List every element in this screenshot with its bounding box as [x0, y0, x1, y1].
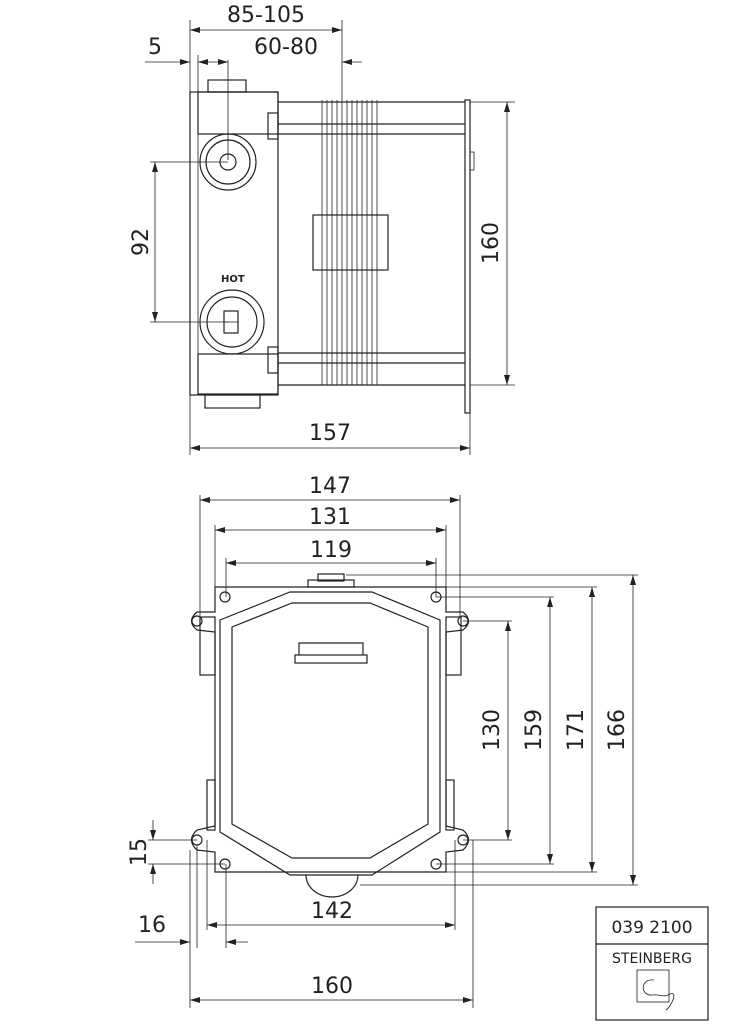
- dim-16: 16: [138, 913, 166, 938]
- housing-inner: [231, 602, 429, 859]
- top-connector: [317, 573, 345, 582]
- dim-131: 131: [309, 505, 351, 530]
- handle: [294, 654, 368, 664]
- dim-157: 157: [309, 421, 351, 446]
- extension-ribs: [321, 100, 378, 385]
- clamp-band: [312, 214, 389, 271]
- title-block: 039 2100 STEINBERG: [595, 906, 709, 1021]
- hot-label: HOT: [221, 274, 245, 285]
- dim-160-front: 160: [311, 974, 353, 999]
- dim-159: 159: [522, 709, 547, 751]
- mounting-rods: [278, 101, 465, 386]
- dim-142: 142: [311, 899, 353, 924]
- article-number: 039 2100: [611, 918, 692, 938]
- dim-85-105: 85-105: [227, 3, 305, 28]
- brand-logo-icon: [636, 969, 675, 1011]
- dim-92: 92: [129, 228, 154, 256]
- dim-160-side: 160: [479, 222, 504, 264]
- valve-body: [189, 91, 279, 396]
- dim-171: 171: [564, 709, 589, 751]
- dim-147: 147: [309, 474, 351, 499]
- housing-outer: [219, 591, 441, 876]
- dim-60-80: 60-80: [254, 35, 318, 60]
- dim-15: 15: [127, 838, 152, 866]
- dim-130: 130: [480, 709, 505, 751]
- side-view: HOT 85-105 5 60-80 92 160 157: [129, 3, 515, 455]
- dim-5: 5: [148, 35, 162, 60]
- dim-119: 119: [310, 538, 352, 563]
- top-nut: [207, 79, 247, 93]
- brand-name: STEINBERG: [612, 951, 692, 967]
- bottom-outlet: [305, 874, 359, 898]
- bottom-nut: [204, 394, 261, 409]
- mounting-holes: [191, 591, 469, 870]
- mounting-frame: [190, 586, 470, 873]
- dim-166: 166: [605, 709, 630, 751]
- front-view: 147 131 119 130 159 171 166 15 16 142 16…: [127, 474, 638, 1008]
- plaster-plate: [464, 99, 471, 414]
